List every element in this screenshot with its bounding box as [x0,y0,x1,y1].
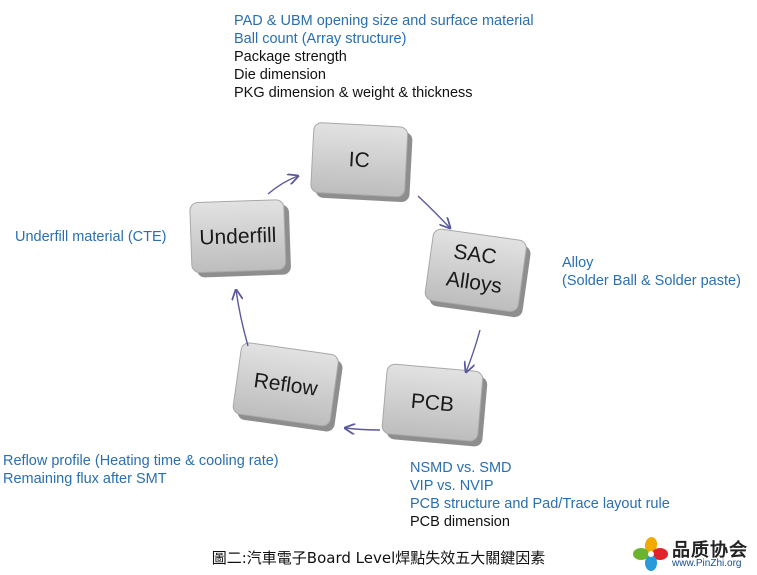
sac-note-1: Alloy [562,255,594,271]
arrow-ic-to-sac [417,195,450,228]
pcb-box: PCB [381,363,488,447]
pcb-note-4: PCB dimension [410,514,510,530]
underfill-notes: Underfill material (CTE) [15,228,166,246]
reflow-note-2: Remaining flux after SMT [3,471,167,487]
pcb-notes: NSMD vs. SMD VIP vs. NVIP PCB structure … [410,459,670,531]
flower-icon [633,537,668,571]
logo-title: 品质协会 [672,540,748,561]
pcb-note-1: NSMD vs. SMD [410,460,512,476]
pinzhi-logo: 品质协会 www.PinZhi.org [632,536,754,572]
logo-url: www.PinZhi.org [672,558,742,569]
reflow-note-1: Reflow profile (Heating time & cooling r… [3,453,279,469]
sac-note-2: (Solder Ball & Solder paste) [562,273,741,289]
arrow-reflow-to-underfill [236,290,249,347]
underfill-box-label: Underfill [199,224,277,250]
ic-note-2: Ball count (Array structure) [234,31,407,47]
underfill-note-1: Underfill material (CTE) [15,229,167,245]
arrow-sac-to-pcb [466,329,481,372]
figure-caption: 圖二:汽車電子Board Level焊點失效五大關鍵因素 [211,549,546,567]
arrow-pcb-to-reflow [345,428,381,430]
ic-note-5: PKG dimension & weight & thickness [234,85,473,101]
reflow-box: Reflow [232,342,343,432]
ic-box-label: IC [348,148,370,172]
sac-notes: Alloy (Solder Ball & Solder paste) [562,254,741,290]
pcb-box-label: PCB [410,390,455,417]
reflow-notes: Reflow profile (Heating time & cooling r… [3,452,279,488]
ic-note-3: Package strength [234,49,347,65]
pcb-note-3: PCB structure and Pad/Trace layout rule [410,496,670,512]
ic-note-4: Die dimension [234,67,326,83]
sac-alloys-box: SAC Alloys [424,228,531,318]
underfill-box: Underfill [189,199,291,278]
pcb-note-2: VIP vs. NVIP [410,478,494,494]
ic-note-1: PAD & UBM opening size and surface mater… [234,13,534,29]
arrow-underfill-to-ic [267,176,298,195]
ic-box: IC [310,122,413,203]
ic-notes: PAD & UBM opening size and surface mater… [234,12,534,102]
